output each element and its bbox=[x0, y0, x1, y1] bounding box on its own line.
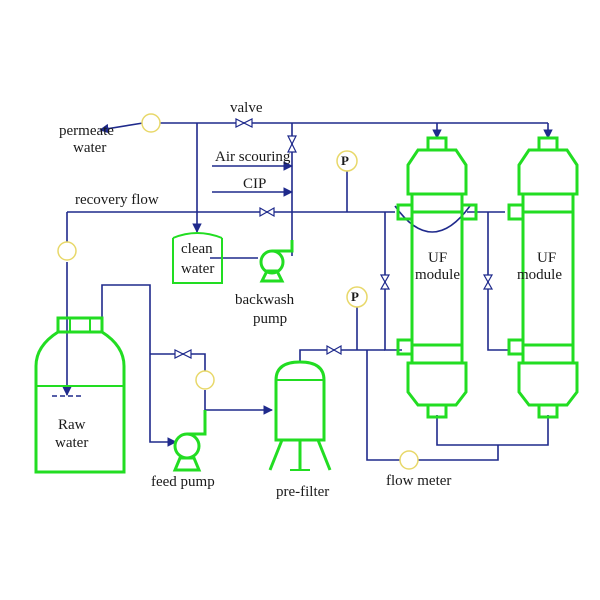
recovery-flow-label: recovery flow bbox=[75, 192, 159, 208]
flow-meter-icon bbox=[399, 450, 419, 470]
recirculation-valve bbox=[174, 349, 192, 359]
pressure-gauge-2-label: P bbox=[351, 289, 359, 304]
uf2-feed-pipe bbox=[487, 212, 510, 351]
clean-water-label: water bbox=[181, 261, 215, 277]
uf1-feed-valve bbox=[379, 274, 391, 290]
permeate-outlet-arrow bbox=[99, 122, 144, 134]
backwash-label: backwash bbox=[235, 292, 295, 308]
raw-to-feed-pump-pipe bbox=[101, 284, 177, 447]
uf-module-2 bbox=[507, 136, 579, 419]
uf2-feed-valve bbox=[482, 274, 494, 290]
feed-pump-icon bbox=[172, 410, 207, 472]
clean-water-tank bbox=[172, 232, 223, 284]
recovery-flow-gauge-icon bbox=[57, 241, 77, 261]
backwash-pump-label: pump bbox=[253, 311, 288, 327]
uf-module-2-label-b: module bbox=[517, 267, 562, 283]
pressure-gauge-2-icon bbox=[346, 286, 368, 308]
uf1-feed-pipe bbox=[384, 212, 402, 351]
prefilter-outlet-pipe bbox=[299, 349, 385, 362]
pre-filter-vessel bbox=[268, 360, 332, 471]
backwash-pump-icon bbox=[259, 240, 294, 283]
permeate-valve bbox=[235, 118, 253, 128]
feed-pump-label: feed pump bbox=[151, 474, 215, 490]
valves bbox=[174, 118, 494, 359]
uf-module-1-label-b: module bbox=[415, 267, 460, 283]
flow-meter-label: flow meter bbox=[386, 473, 452, 489]
permeate-label: permeate bbox=[59, 123, 114, 139]
piping bbox=[62, 122, 553, 461]
uf-module-1-label-a: UF bbox=[428, 250, 448, 266]
permeate-water-label: water bbox=[73, 140, 107, 156]
pump-to-prefilter-pipe bbox=[204, 390, 273, 415]
valve-label: valve bbox=[230, 100, 263, 116]
air-scouring-label: Air scouring bbox=[215, 149, 291, 165]
flow-meter-inlet-pipe bbox=[418, 445, 499, 461]
pressure-gauge-1-label: P bbox=[341, 153, 349, 168]
raw-water-label: water bbox=[55, 435, 89, 451]
uf-module-1 bbox=[396, 136, 478, 419]
gauges bbox=[57, 113, 419, 470]
prefilter-outlet-valve bbox=[326, 344, 342, 356]
riser-valve bbox=[287, 135, 297, 153]
cip-label: CIP bbox=[243, 176, 267, 192]
feed-recirculation-pipe bbox=[150, 353, 206, 372]
clean-label: clean bbox=[181, 241, 213, 257]
pre-filter-label: pre-filter bbox=[276, 484, 330, 500]
raw-water-tank bbox=[34, 316, 126, 474]
recovery-valve bbox=[259, 206, 275, 218]
uf-module-2-label-a: UF bbox=[537, 250, 557, 266]
permeate-flow-gauge-icon bbox=[141, 113, 161, 133]
pressure-gauge-1-icon bbox=[336, 150, 358, 172]
flow-meter-return-pipe bbox=[366, 350, 400, 461]
feed-flow-gauge-icon bbox=[195, 370, 215, 390]
raw-label: Raw bbox=[58, 417, 86, 433]
uf-bottom-header bbox=[436, 415, 549, 446]
